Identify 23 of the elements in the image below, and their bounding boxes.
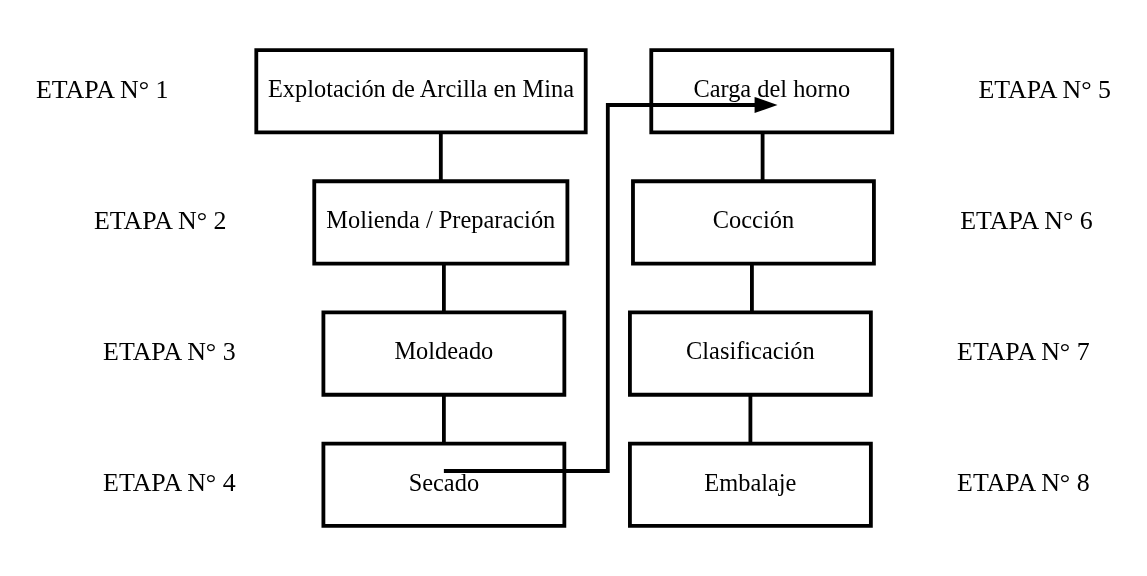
- node-label: ETAPA N° 4: [103, 467, 236, 497]
- node-box: Cocción: [631, 179, 876, 266]
- connector: [760, 132, 765, 182]
- node-label: ETAPA N° 8: [957, 467, 1090, 497]
- node-box: Moldeado: [321, 310, 567, 397]
- arrow: [443, 96, 778, 473]
- node-box: Embalaje: [628, 441, 873, 528]
- connector: [441, 395, 446, 444]
- connector: [750, 263, 754, 313]
- node-label: ETAPA N° 2: [93, 205, 227, 235]
- node-box: Carga del horno: [649, 48, 895, 135]
- node-box: Secado: [321, 441, 567, 528]
- connector: [438, 132, 443, 182]
- node-label: ETAPA N° 3: [103, 336, 236, 366]
- connector: [441, 263, 446, 313]
- node-label: ETAPA N° 5: [978, 74, 1112, 104]
- node-box: Explotación de Arcilla en Mina: [254, 48, 588, 135]
- node-label: ETAPA N° 6: [960, 205, 1093, 235]
- node-label: ETAPA N° 1: [35, 74, 169, 104]
- node-box: Clasificación: [628, 310, 873, 397]
- node-box: Molienda / Preparación: [312, 179, 570, 266]
- connector: [748, 395, 753, 444]
- node-label: ETAPA N° 7: [957, 336, 1090, 366]
